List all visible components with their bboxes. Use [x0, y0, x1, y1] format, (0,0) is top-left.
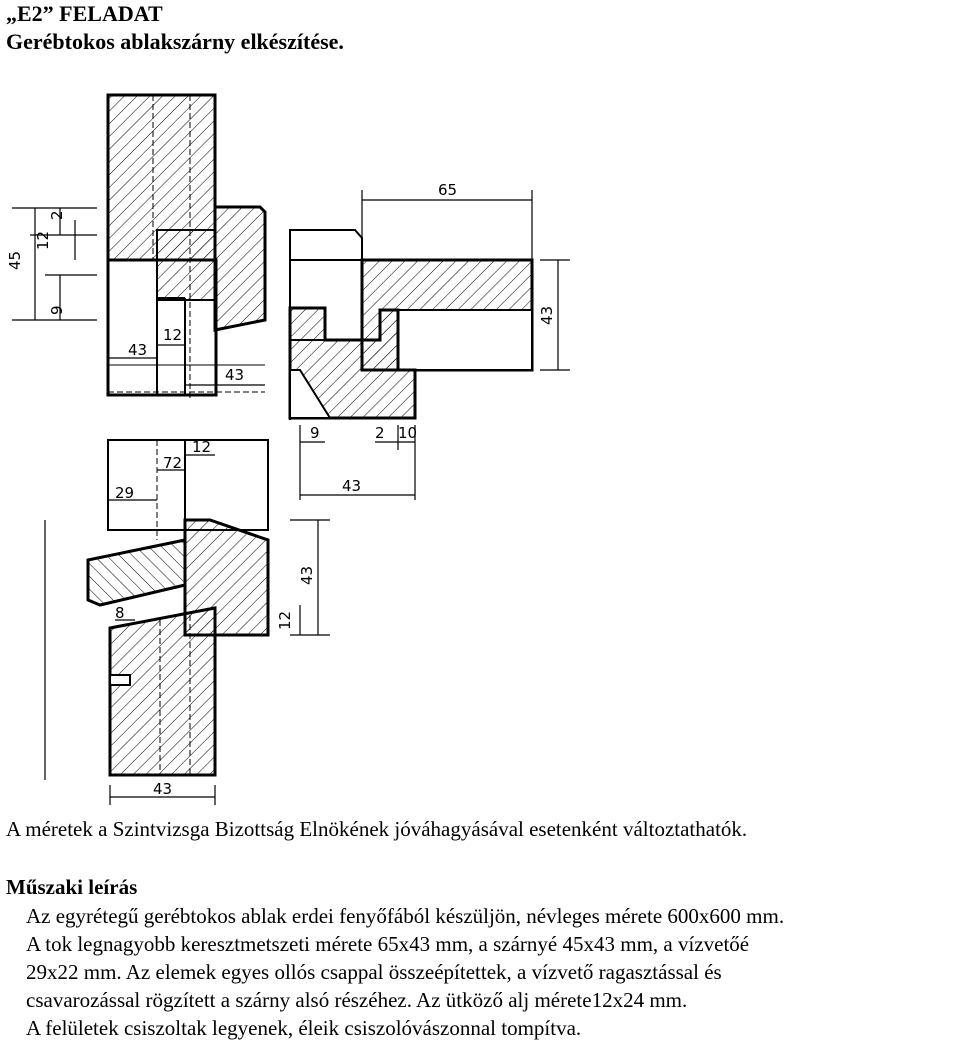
dim-9-left: 9	[48, 305, 66, 315]
dim-2-b: 2	[375, 424, 385, 442]
task-code: „E2” FELADAT	[6, 1, 163, 26]
dim-2-left: 2	[48, 210, 66, 220]
desc-line-1: Az egyrétegű gerébtokos ablak erdei feny…	[26, 904, 785, 928]
frame-bottom	[108, 606, 217, 777]
dim-9-b: 9	[310, 424, 320, 442]
top-left-section	[106, 93, 267, 400]
task-header: „E2” FELADAT Gerébtokos ablakszárny elké…	[6, 0, 344, 56]
left-dimensions-top	[12, 207, 97, 321]
dim-12-mid: 12	[163, 326, 182, 344]
dim-8: 8	[115, 604, 125, 622]
sash-right-profile	[288, 306, 417, 420]
task-title: Gerébtokos ablakszárny elkészítése.	[6, 29, 344, 54]
dim-72: 72	[163, 454, 182, 472]
dim-43-bottom: 43	[153, 780, 172, 798]
bottom-section	[86, 439, 270, 777]
dim-12-left: 12	[34, 231, 52, 250]
dim-43-a: 43	[128, 341, 147, 359]
desc-line-3: 29x22 mm. Az elemek egyes ollós csappal …	[26, 960, 722, 984]
technical-description: Az egyrétegű gerébtokos ablak erdei feny…	[26, 902, 956, 1042]
dim-43-b: 43	[225, 366, 244, 384]
dim-10: 10	[398, 424, 417, 442]
dim-43-right: 43	[538, 306, 556, 325]
dim-12-c: 12	[192, 438, 211, 456]
section-title: Műszaki leírás	[6, 875, 138, 899]
dim-65: 65	[438, 181, 457, 199]
dim-43-c: 43	[342, 477, 361, 495]
desc-line-5: A felületek csiszoltak legyenek, éleik c…	[26, 1016, 582, 1040]
dim-12-vert: 12	[276, 611, 294, 630]
technical-drawing: 45 12 2 9 43 12 43 65 43 9	[0, 80, 600, 810]
top-right-section	[288, 229, 534, 420]
dim-29: 29	[115, 484, 134, 502]
sash-profile	[213, 205, 267, 332]
desc-line-4: csavarozással rögzített a szárny alsó ré…	[26, 988, 688, 1012]
note-text: A méretek a Szintvizsga Bizottság Elnöké…	[6, 817, 748, 841]
water-drip	[86, 538, 187, 607]
dim-43-vert: 43	[298, 566, 316, 585]
desc-line-2: A tok legnagyobb keresztmetszeti mérete …	[26, 932, 750, 956]
dim-45: 45	[6, 251, 24, 270]
